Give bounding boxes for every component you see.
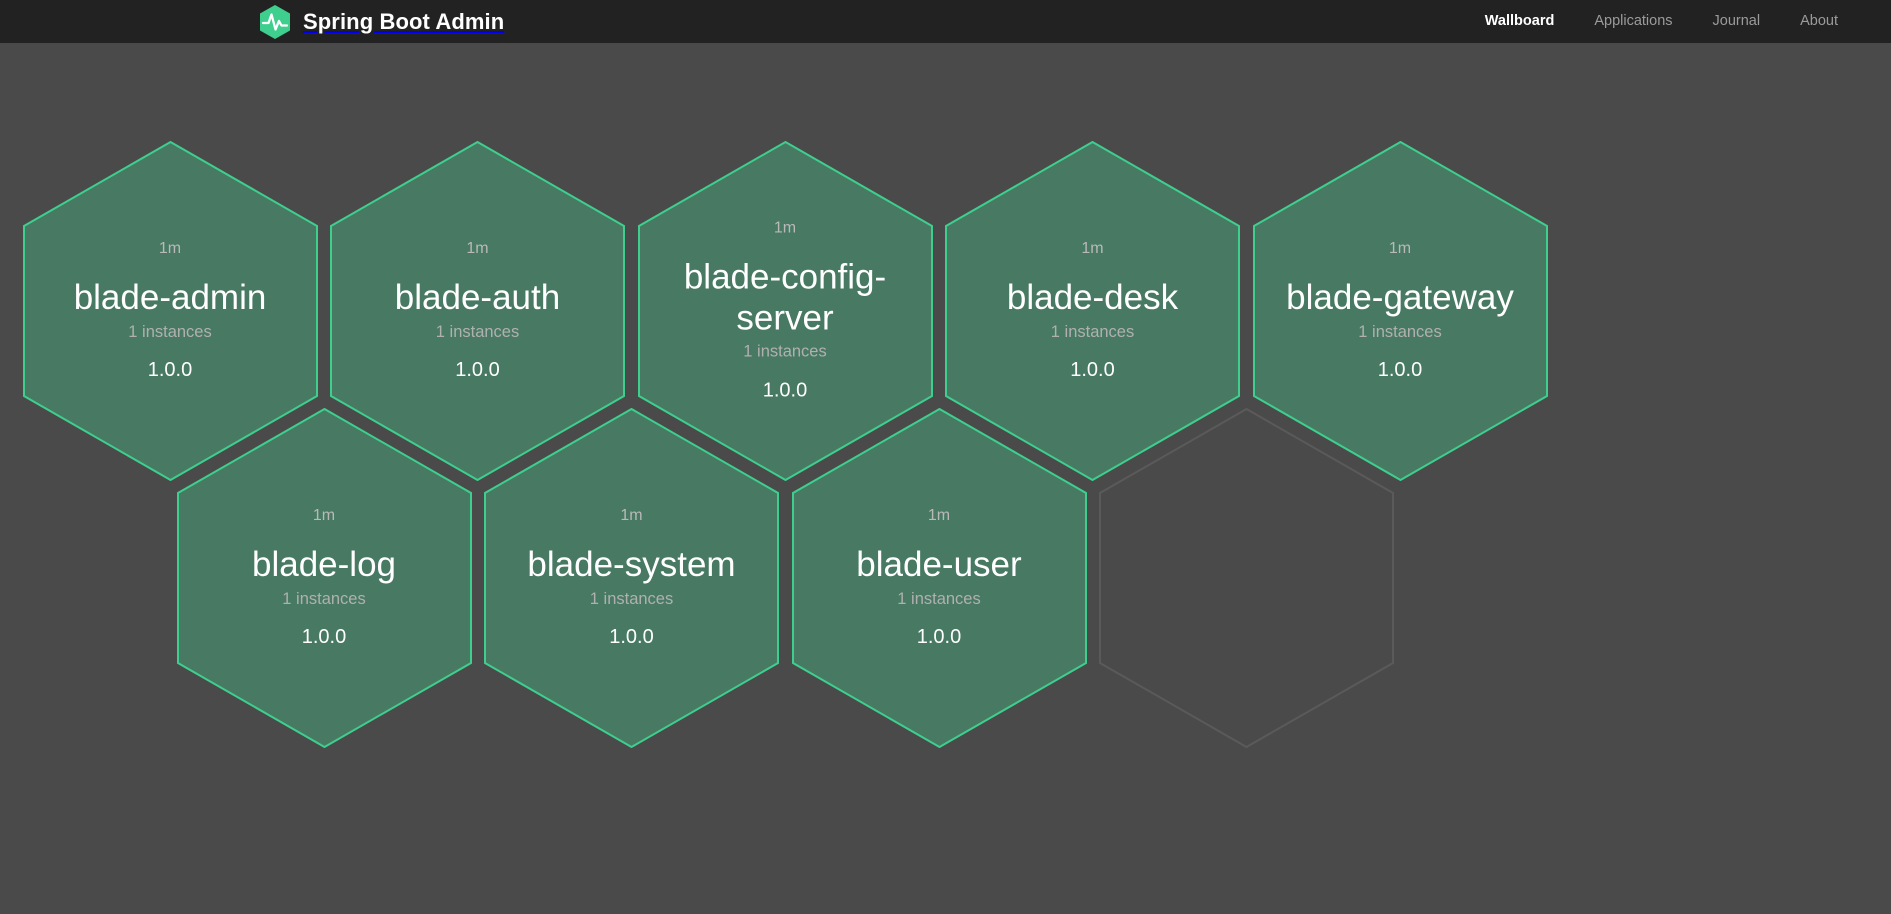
hexagon-shape <box>176 408 472 748</box>
hexagon-shape <box>22 141 318 481</box>
main-nav: Wallboard Applications Journal About <box>1465 0 1858 43</box>
nav-item-wallboard[interactable]: Wallboard <box>1484 13 1555 29</box>
heartbeat-hexagon-logo-icon <box>258 4 292 40</box>
hexagon-shape <box>945 141 1240 481</box>
hexagon-shape <box>484 408 779 748</box>
hexagon-shape <box>791 408 1087 748</box>
top-navbar: Spring Boot Admin Wallboard Applications… <box>0 0 1891 43</box>
brand-home-link[interactable]: Spring Boot Admin <box>258 4 504 40</box>
brand-title: Spring Boot Admin <box>303 8 505 34</box>
nav-item-applications[interactable]: Applications <box>1594 13 1673 29</box>
hexagon-shape <box>330 141 625 481</box>
nav-item-about[interactable]: About <box>1800 13 1838 29</box>
hexagon-outline-shape <box>1099 408 1394 748</box>
hexagon-shape <box>637 141 933 481</box>
hexagon-shape <box>1252 141 1548 481</box>
nav-item-journal[interactable]: Journal <box>1712 13 1761 29</box>
application-hex-placeholder <box>1099 408 1394 748</box>
